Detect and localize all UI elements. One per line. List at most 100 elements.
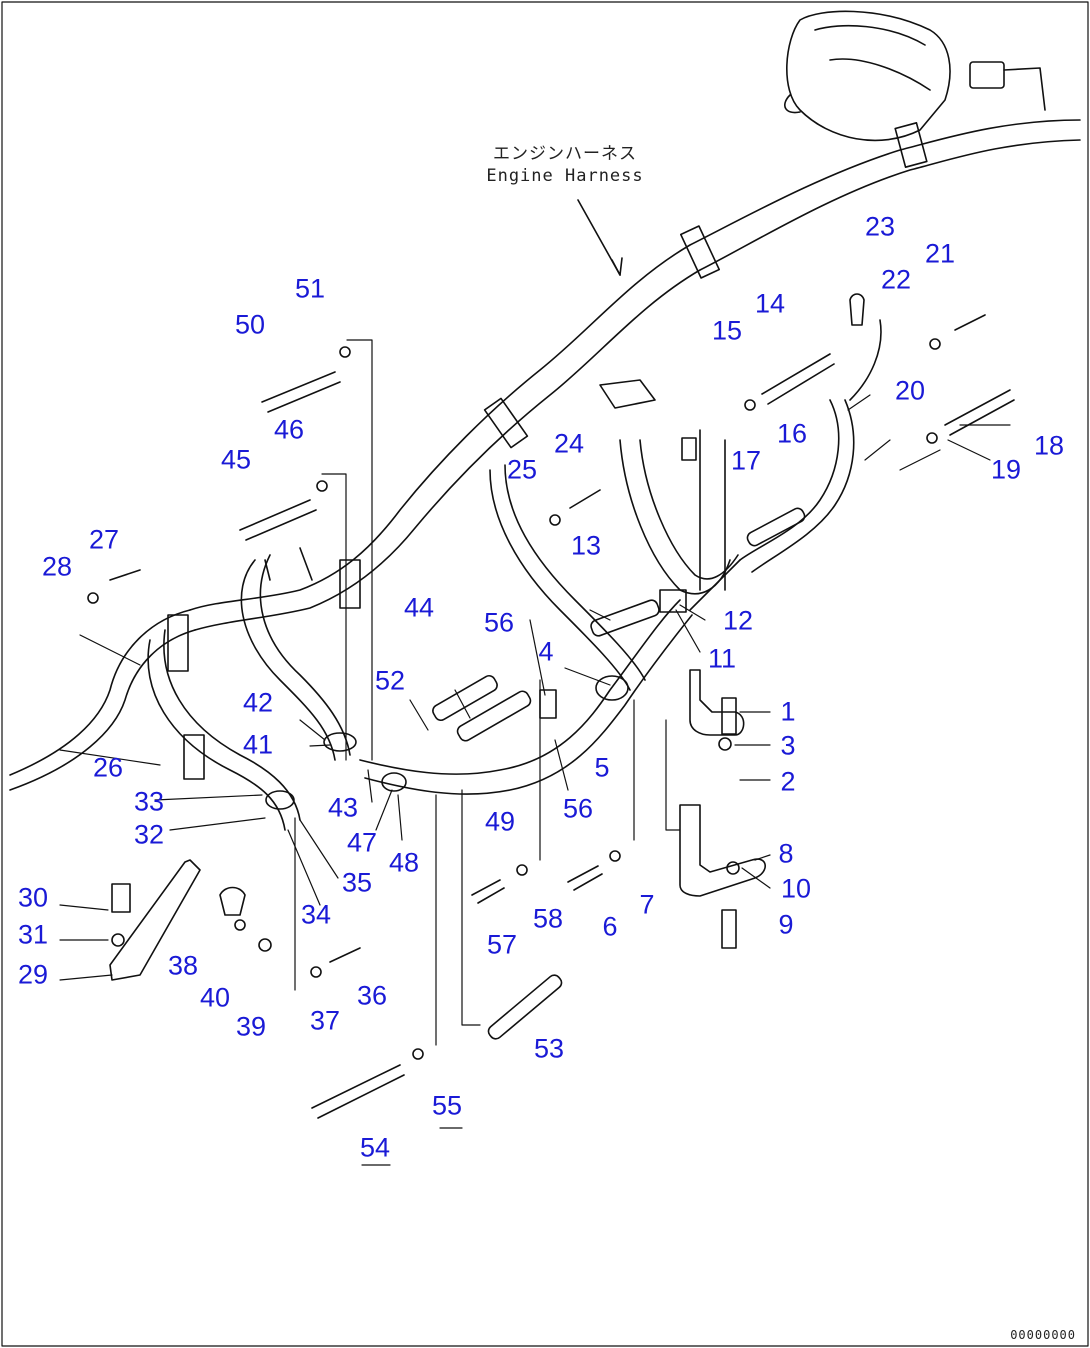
part-number-15[interactable]: 15 bbox=[711, 315, 743, 346]
part-number-49[interactable]: 49 bbox=[484, 806, 516, 837]
bolt-24 bbox=[569, 489, 601, 509]
part-number-3[interactable]: 3 bbox=[780, 730, 796, 761]
part-number-10[interactable]: 10 bbox=[780, 873, 812, 904]
part-number-22[interactable]: 22 bbox=[880, 264, 912, 295]
bolts bbox=[109, 314, 1015, 1119]
sleeve-53 bbox=[487, 974, 563, 1040]
sleeve-17 bbox=[746, 507, 806, 547]
part-number-39[interactable]: 39 bbox=[235, 1011, 267, 1042]
part-number-32[interactable]: 32 bbox=[133, 819, 165, 850]
part-number-26[interactable]: 26 bbox=[92, 752, 124, 783]
part-number-19[interactable]: 19 bbox=[990, 454, 1022, 485]
part-number-54[interactable]: 54 bbox=[359, 1132, 391, 1163]
part-number-4[interactable]: 4 bbox=[538, 636, 554, 667]
bracket-29 bbox=[109, 859, 201, 981]
bolt-27 bbox=[109, 569, 141, 581]
part-number-47[interactable]: 47 bbox=[346, 827, 378, 858]
part-number-38[interactable]: 38 bbox=[167, 950, 199, 981]
part-number-40[interactable]: 40 bbox=[199, 982, 231, 1013]
clamp-47 bbox=[381, 772, 407, 792]
part-number-48[interactable]: 48 bbox=[388, 847, 420, 878]
clip-left-3 bbox=[339, 559, 361, 609]
bolt-45 bbox=[239, 499, 317, 541]
washers bbox=[87, 338, 941, 1060]
part-number-51[interactable]: 51 bbox=[294, 273, 326, 304]
part-number-24[interactable]: 24 bbox=[553, 428, 585, 459]
part-number-58[interactable]: 58 bbox=[532, 903, 564, 934]
clip-left-2 bbox=[183, 734, 205, 780]
part-number-44[interactable]: 44 bbox=[403, 592, 435, 623]
part-number-23[interactable]: 23 bbox=[864, 211, 896, 242]
main-harness-trunk bbox=[9, 119, 1081, 791]
part-number-2[interactable]: 2 bbox=[780, 766, 796, 797]
part-number-42[interactable]: 42 bbox=[242, 687, 274, 718]
bolt-50 bbox=[261, 371, 341, 413]
clamp-23 bbox=[849, 293, 865, 326]
sleeves bbox=[432, 507, 806, 1040]
part-number-16[interactable]: 16 bbox=[776, 418, 808, 449]
clip-left-1 bbox=[167, 614, 189, 672]
part-number-30[interactable]: 30 bbox=[17, 882, 49, 913]
bolt-9 bbox=[721, 909, 737, 949]
clamp-33 bbox=[265, 790, 295, 810]
part-number-33[interactable]: 33 bbox=[133, 786, 165, 817]
bolt-57 bbox=[471, 879, 505, 904]
part-number-20[interactable]: 20 bbox=[894, 375, 926, 406]
bolt-14 bbox=[761, 353, 835, 405]
part-number-27[interactable]: 27 bbox=[88, 524, 120, 555]
part-number-25[interactable]: 25 bbox=[506, 454, 538, 485]
part-number-1[interactable]: 1 bbox=[780, 696, 796, 727]
part-number-52[interactable]: 52 bbox=[374, 665, 406, 696]
part-number-55[interactable]: 55 bbox=[431, 1090, 463, 1121]
sleeve-13 bbox=[590, 599, 660, 637]
part-number-53[interactable]: 53 bbox=[533, 1033, 565, 1064]
part-number-21[interactable]: 21 bbox=[924, 238, 956, 269]
part-number-45[interactable]: 45 bbox=[220, 444, 252, 475]
part-number-56-upper[interactable]: 56 bbox=[483, 607, 515, 638]
small-clamps bbox=[219, 293, 865, 916]
harness-callout-en: Engine Harness bbox=[486, 166, 644, 186]
clamp-4 bbox=[595, 675, 629, 701]
clamp-41 bbox=[323, 732, 357, 752]
harness-callout: エンジンハーネス Engine Harness bbox=[470, 143, 660, 187]
part-number-37[interactable]: 37 bbox=[309, 1005, 341, 1036]
part-number-14[interactable]: 14 bbox=[754, 288, 786, 319]
part-number-18[interactable]: 18 bbox=[1033, 430, 1065, 461]
bolt-30 bbox=[111, 883, 131, 913]
part-number-35[interactable]: 35 bbox=[341, 867, 373, 898]
connector-block bbox=[599, 379, 656, 409]
clamp-38 bbox=[219, 886, 246, 916]
sleeve-44 bbox=[432, 674, 498, 722]
part-number-31[interactable]: 31 bbox=[17, 919, 49, 950]
small-connector bbox=[681, 437, 697, 461]
part-number-41[interactable]: 41 bbox=[242, 729, 274, 760]
part-number-36[interactable]: 36 bbox=[356, 980, 388, 1011]
bolt-54 bbox=[311, 1064, 405, 1119]
part-number-7[interactable]: 7 bbox=[639, 889, 655, 920]
bracket-1 bbox=[689, 669, 745, 736]
part-number-34[interactable]: 34 bbox=[300, 899, 332, 930]
harness-loops-left bbox=[147, 547, 361, 831]
clip-56 bbox=[539, 689, 557, 719]
part-number-12[interactable]: 12 bbox=[722, 605, 754, 636]
part-number-8[interactable]: 8 bbox=[778, 838, 794, 869]
part-number-29[interactable]: 29 bbox=[17, 959, 49, 990]
part-number-50[interactable]: 50 bbox=[234, 309, 266, 340]
part-number-57[interactable]: 57 bbox=[486, 929, 518, 960]
part-number-28[interactable]: 28 bbox=[41, 551, 73, 582]
part-number-43[interactable]: 43 bbox=[327, 792, 359, 823]
right-branch-harness bbox=[489, 319, 882, 691]
part-number-9[interactable]: 9 bbox=[778, 909, 794, 940]
part-number-6[interactable]: 6 bbox=[602, 911, 618, 942]
part-number-17[interactable]: 17 bbox=[730, 445, 762, 476]
part-number-5[interactable]: 5 bbox=[594, 752, 610, 783]
part-number-13[interactable]: 13 bbox=[570, 530, 602, 561]
harness-callout-jp: エンジンハーネス bbox=[493, 144, 637, 164]
part-number-11[interactable]: 11 bbox=[707, 643, 737, 674]
part-number-56-lower[interactable]: 56 bbox=[562, 793, 594, 824]
part-number-46[interactable]: 46 bbox=[273, 414, 305, 445]
bolt-21 bbox=[954, 314, 986, 331]
lower-harness bbox=[359, 599, 693, 795]
